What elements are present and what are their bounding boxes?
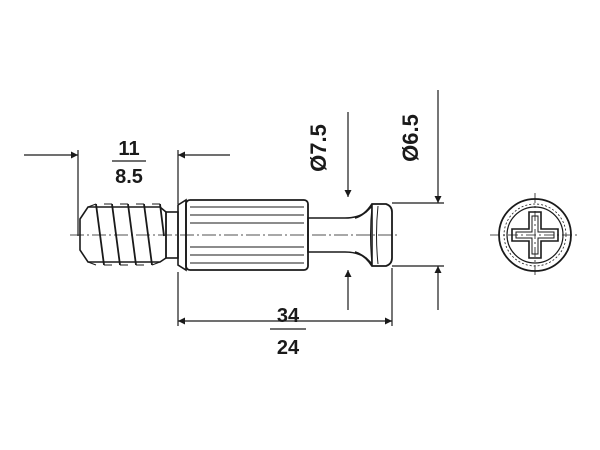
dimension-head-diameter: Ø7.5: [306, 112, 352, 310]
overall-length-secondary: 24: [277, 337, 300, 359]
head: [354, 203, 393, 267]
dimension-thread-length: 11 8.5: [24, 138, 230, 236]
phillips-cross-icon: [511, 211, 559, 259]
dimension-neck-diameter: Ø6.5: [392, 90, 444, 310]
threaded-section: [79, 203, 167, 266]
thread-length-primary: 11: [118, 138, 139, 160]
bolt-end-view: [490, 193, 580, 278]
bolt-side-view: [70, 198, 400, 272]
head-diameter-label: Ø7.5: [306, 124, 331, 172]
neck-diameter-label: Ø6.5: [398, 114, 423, 162]
dimension-overall-length: 34 24: [177, 268, 393, 359]
thread-length-secondary: 8.5: [115, 166, 143, 188]
overall-length-primary: 34: [277, 305, 300, 327]
